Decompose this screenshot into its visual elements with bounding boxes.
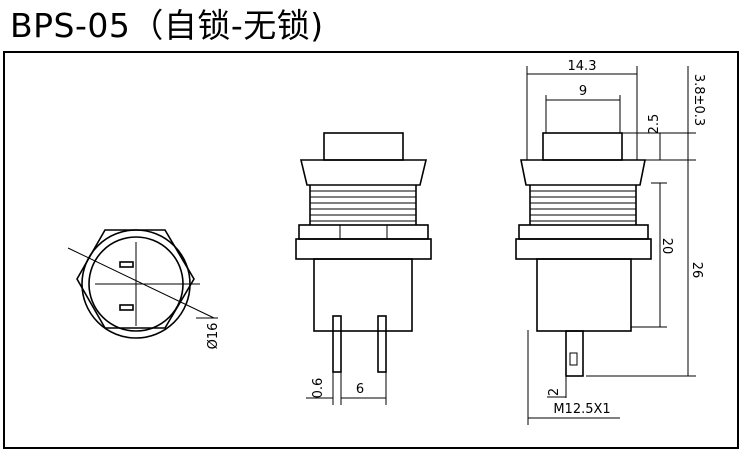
- switch-body: [313, 258, 413, 332]
- terminal-pin-right: [377, 315, 387, 373]
- side-bezel: [520, 159, 646, 186]
- dim-cap-height: 3.8±0.3: [691, 74, 706, 126]
- mounting-washer: [295, 238, 432, 260]
- page-title: BPS-05（自锁-无锁): [10, 6, 324, 45]
- terminal-hole: [569, 352, 578, 366]
- dim-total-height: 26: [689, 262, 704, 279]
- top-view: Ø16: [67, 229, 221, 350]
- terminal-pin-left: [332, 315, 342, 373]
- front-view: 0.6 6: [295, 132, 432, 405]
- terminal-slot-top: [119, 261, 134, 268]
- side-button-cap: [542, 132, 623, 161]
- dim-body-height: 20: [659, 238, 674, 255]
- thread-section: [309, 185, 417, 225]
- dim-pin-spacing: 6: [356, 382, 364, 397]
- side-thread-section: [529, 185, 637, 225]
- side-washer: [515, 238, 652, 260]
- side-switch-body: [536, 258, 632, 332]
- dim-body-width: 14.3: [568, 59, 597, 74]
- dim-diameter: Ø16: [206, 323, 221, 350]
- dim-cap-width: 9: [579, 84, 587, 99]
- side-view: 14.3 9 3.8±0.3 2.5 20 26 2 M12.5X1: [515, 59, 706, 425]
- dim-thread: M12.5X1: [553, 402, 610, 417]
- side-hex-nut: [518, 224, 649, 240]
- dim-cap-gap: 2.5: [647, 114, 662, 135]
- drawing-frame: [3, 51, 739, 449]
- dim-pin-small: 2: [547, 388, 562, 396]
- button-cap: [323, 132, 404, 161]
- terminal-slot-bottom: [119, 304, 134, 311]
- diameter-leader: [67, 247, 215, 319]
- hex-nut: [298, 224, 429, 240]
- dim-pin-thickness: 0.6: [311, 378, 326, 399]
- bezel: [299, 159, 428, 186]
- side-terminal: [565, 330, 584, 377]
